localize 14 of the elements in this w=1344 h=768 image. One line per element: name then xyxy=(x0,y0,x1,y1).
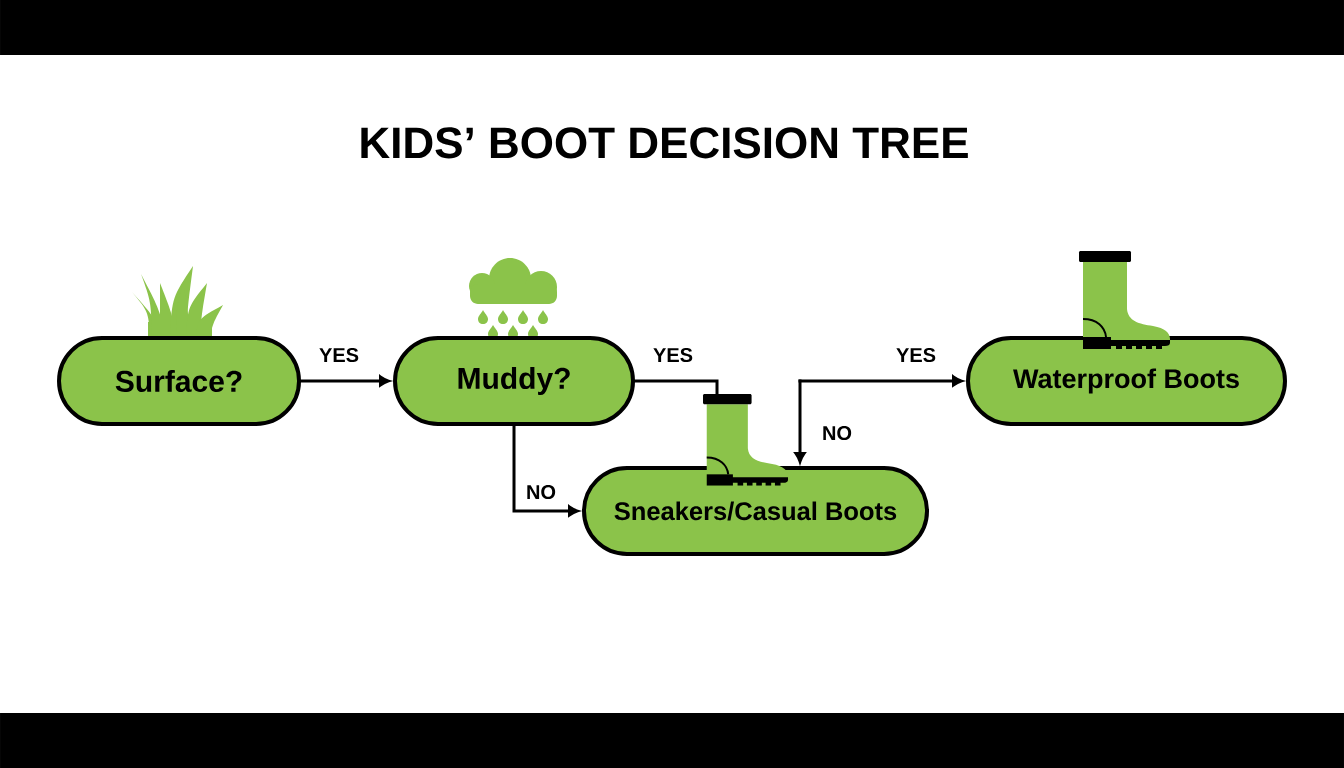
arrow xyxy=(299,375,390,387)
boot-icon xyxy=(703,394,788,486)
edge-label: YES xyxy=(894,346,938,364)
arrow xyxy=(794,379,806,463)
arrow xyxy=(512,424,579,517)
connector-line xyxy=(633,379,719,396)
rounded-box: Sneakers/Casual Boots xyxy=(582,466,929,556)
edge-label: YES xyxy=(651,346,695,364)
edge-label: NO xyxy=(820,424,854,442)
edge-label: NO xyxy=(524,483,558,501)
title: KIDS’ BOOT DECISION TREE xyxy=(361,127,968,159)
edge-label: YES xyxy=(317,346,361,364)
rounded-box: Muddy? xyxy=(393,336,635,426)
rounded-box: Waterproof Boots xyxy=(966,336,1287,426)
